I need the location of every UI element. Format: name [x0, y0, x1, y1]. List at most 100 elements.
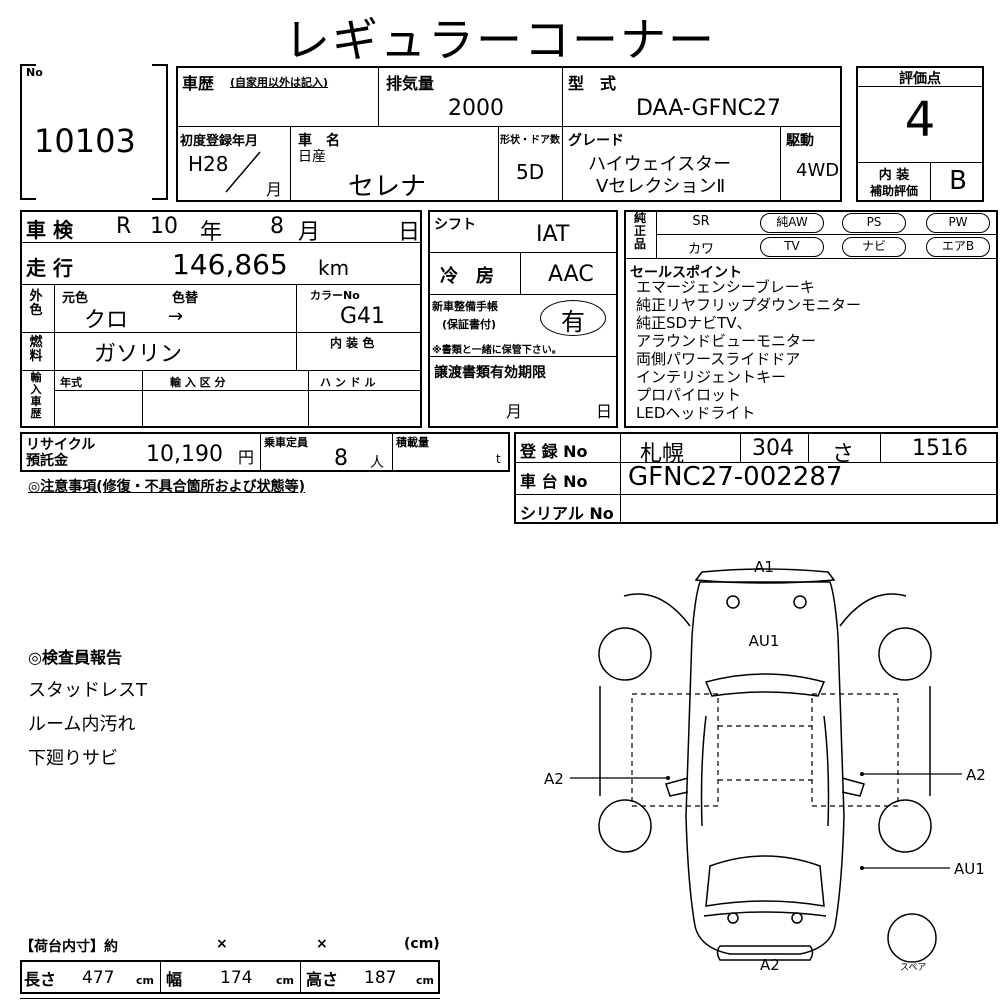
load-label: 積載量 [396, 436, 429, 449]
cargo-height-unit: cm [416, 974, 434, 987]
score-box [856, 66, 984, 202]
cargo-width-unit: cm [276, 974, 294, 987]
first-reg-year: H28 [188, 152, 229, 176]
inspection-month: 8 [270, 214, 284, 239]
inspector-line: スタッドレスT [28, 680, 147, 701]
diagram-spare-label: スペア [900, 963, 926, 973]
diagram-mark: A1 [754, 558, 774, 576]
cargo-dimensions-row [20, 960, 440, 994]
shift-label: シフト [434, 217, 476, 233]
mileage-unit: km [318, 256, 350, 280]
car-maker: 日産 [298, 149, 326, 165]
drive-label: 駆動 [786, 133, 814, 149]
drive-value: 4WD [796, 160, 840, 181]
cargo-length: 477 [82, 968, 115, 988]
capacity-label: 乗車定員 [264, 436, 308, 449]
cargo-width-label: 幅 [166, 970, 183, 989]
warranty-circle [540, 300, 606, 336]
cargo-x1: × [216, 936, 228, 952]
registration-label: 登 録 No [520, 442, 588, 461]
inspection-era: R [116, 214, 132, 239]
spec-middle-block [428, 210, 618, 428]
inspection-day-unit: 日 [398, 220, 421, 245]
inspection-label: 車 検 [26, 218, 73, 242]
recycle-value: 10,190 [146, 442, 223, 467]
inspector-line: ルーム内汚れ [28, 714, 136, 735]
cargo-height: 187 [364, 968, 397, 988]
interior-label-1: 内 装 [878, 168, 910, 183]
chassis-value: GFNC27-002287 [628, 462, 843, 492]
import-type-label: 輸 入 区 分 [170, 376, 226, 389]
mileage-label: 走 行 [26, 256, 73, 280]
shift-value: IAT [536, 222, 570, 247]
grade-label: グレード [568, 133, 624, 149]
equip-alloy-wheel: 純AW [760, 213, 824, 233]
diagram-mark: A2 [544, 770, 564, 788]
chassis-label: 車 台 No [520, 472, 588, 491]
recycle-unit: 円 [238, 448, 255, 467]
registration-city: 札幌 [640, 442, 685, 467]
page-title: レギュラーコーナー [284, 13, 716, 67]
sales-point-item: プロパイロット [636, 386, 742, 404]
import-handle-label: ハ ン ド ル [320, 376, 376, 389]
history-label: 車歴 [182, 74, 215, 93]
color-value: クロ [84, 308, 129, 333]
equip-airbag: エアB [926, 237, 990, 257]
cargo-label: 【荷台内寸】約 [20, 939, 118, 955]
car-name-label: 車 名 [298, 133, 340, 149]
serial-label: シリアル No [520, 504, 614, 523]
cargo-x2: × [316, 936, 328, 952]
color-orig-label: 元色 [62, 291, 89, 306]
displacement-label: 排気量 [386, 74, 435, 93]
import-year-label: 年式 [60, 376, 82, 389]
first-reg-month-unit: 月 [266, 180, 283, 199]
history-note: (自家用以外は記入) [230, 76, 329, 89]
sales-point-item: 両側パワースライドドア [636, 350, 801, 368]
mileage-value: 146,865 [172, 248, 288, 281]
score-label: 評価点 [899, 71, 941, 87]
lot-number: 10103 [34, 122, 136, 160]
import-label: 輸入車歴 [30, 371, 42, 420]
registration-number: 1516 [912, 436, 968, 461]
equip-navi: ナビ [842, 237, 906, 257]
grade-line2: VセレクションⅡ [596, 176, 726, 197]
interior-color-label: 内 装 色 [330, 336, 375, 350]
cargo-length-unit: cm [136, 974, 154, 987]
lot-box: No 10103 [20, 64, 168, 200]
equipment-block [624, 210, 998, 428]
model-value: DAA-GFNC27 [636, 96, 782, 121]
sales-point-item: 純正リヤフリップダウンモニター [636, 296, 862, 314]
notes-label: ◎注意事項(修復・不具合箇所および状態等) [28, 479, 306, 495]
color-code-label: カラーNo [310, 289, 360, 302]
cargo-width: 174 [220, 968, 253, 988]
sales-point-item: エマージェンシーブレーキ [636, 278, 815, 296]
fuel-value: ガソリン [94, 342, 183, 367]
inspection-month-unit: 月 [298, 220, 321, 245]
doors-value: 5D [516, 160, 545, 184]
spec-left-block [20, 210, 422, 428]
warranty-label-2: (保証書付) [442, 318, 497, 331]
color-change-label: 色替 [172, 291, 199, 306]
equip-sr: SR [692, 214, 710, 229]
registration-block [514, 432, 998, 524]
warranty-note: ※書類と一緒に保管下さい。 [432, 345, 562, 356]
fuel-label: 燃料 [29, 335, 43, 364]
inspector-label: ◎検査員報告 [28, 648, 122, 667]
interior-label-2: 補助評価 [869, 184, 918, 198]
color-arrow: → [168, 306, 184, 327]
doors-label: 形状・ドア数 [500, 135, 560, 146]
cargo-height-label: 高さ [306, 970, 339, 989]
first-reg-label: 初度登録年月 [180, 134, 259, 149]
ac-value: AAC [548, 262, 594, 287]
color-side-label: 外色 [29, 289, 43, 318]
diagram-mark: A2 [966, 766, 986, 784]
diagram-mark: AU1 [954, 860, 985, 878]
car-name-value: セレナ [348, 172, 427, 202]
inspection-year-unit: 年 [200, 220, 223, 245]
cargo-unit-header: (cm) [404, 936, 440, 952]
first-reg-slash [225, 151, 261, 193]
sales-point-item: インテリジェントキー [636, 368, 787, 386]
model-label: 型 式 [568, 74, 617, 93]
equip-power-steering: PS [842, 213, 906, 233]
capacity-unit: 人 [370, 455, 384, 471]
